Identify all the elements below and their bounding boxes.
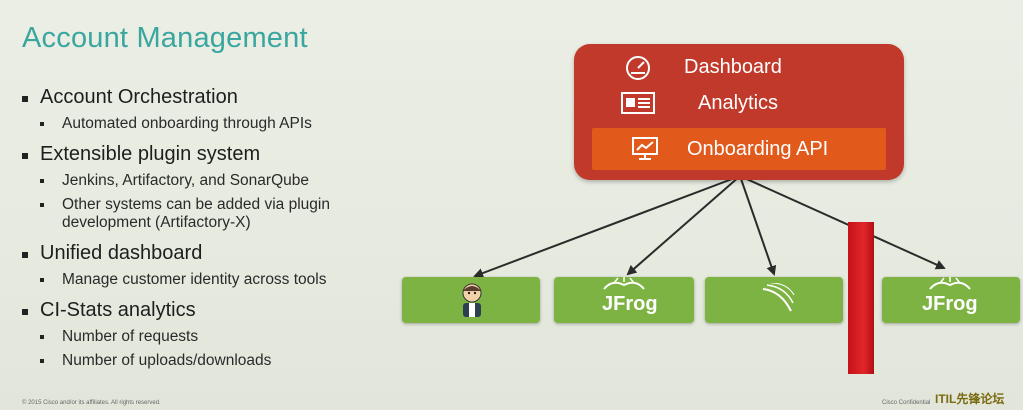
hub-analytics-label: Analytics: [698, 92, 779, 114]
sub-bullet: Number of requests: [22, 328, 422, 346]
jfrog-icon: [926, 277, 974, 298]
page-title: Account Management: [22, 22, 308, 54]
bullet-ci-stats: CI-Stats analytics: [22, 299, 422, 322]
onboarding-api-label: Onboarding API: [687, 138, 829, 160]
jenkins-tile: [402, 277, 540, 323]
copyright-footer: © 2015 Cisco and/or its affiliates. All …: [22, 400, 161, 406]
jfrog-icon: [600, 277, 648, 298]
confidential-footer: Cisco Confidential: [882, 400, 931, 406]
sub-bullet: Other systems can be added via plugin de…: [22, 196, 422, 232]
sub-bullet-line2: development (Artifactory-X): [62, 214, 251, 231]
bullet-list: Account Orchestration Automated onboardi…: [22, 86, 422, 370]
watermark-text: ITIL先锋论坛: [935, 392, 1005, 406]
bullet-unified-dashboard: Unified dashboard: [22, 242, 422, 265]
bullet-account-orchestration: Account Orchestration: [22, 86, 422, 109]
hub-analytics-row: Analytics: [574, 88, 904, 118]
jenkins-icon: [458, 281, 486, 324]
jfrog-logo-text: JFrog: [602, 293, 658, 315]
report-icon: [620, 90, 656, 116]
sub-bullet-line1: Other systems can be added via plugin: [62, 196, 330, 213]
bullet-plugin-system: Extensible plugin system: [22, 143, 422, 166]
sonarqube-tile: [705, 277, 843, 323]
gauge-icon: [624, 54, 652, 80]
onboarding-api-box: Onboarding API: [592, 128, 886, 170]
sonarqube-icon: [759, 282, 795, 320]
arrow-to-jenkins: [473, 175, 741, 278]
arrow-to-sonarqube: [739, 175, 777, 276]
sub-bullet: Manage customer identity across tools: [22, 271, 422, 289]
arrow-to-jfrog-remote: [739, 175, 946, 270]
jfrog-logo-text: JFrog: [922, 293, 978, 315]
jfrog-tile: JFrog: [554, 277, 694, 323]
hub-dashboard-label: Dashboard: [684, 56, 782, 78]
hub-dashboard-row: Dashboard: [574, 52, 904, 82]
jfrog-remote-tile: JFrog: [882, 277, 1020, 323]
sub-bullet: Jenkins, Artifactory, and SonarQube: [22, 172, 422, 190]
firewall-wall: [848, 222, 874, 374]
platform-hub: Dashboard Analytics Onboarding API: [574, 44, 904, 180]
sub-bullet: Number of uploads/downloads: [22, 352, 422, 370]
sub-bullet: Automated onboarding through APIs: [22, 115, 422, 133]
monitor-chart-icon: [630, 136, 660, 162]
arrow-to-jfrog: [626, 175, 741, 276]
